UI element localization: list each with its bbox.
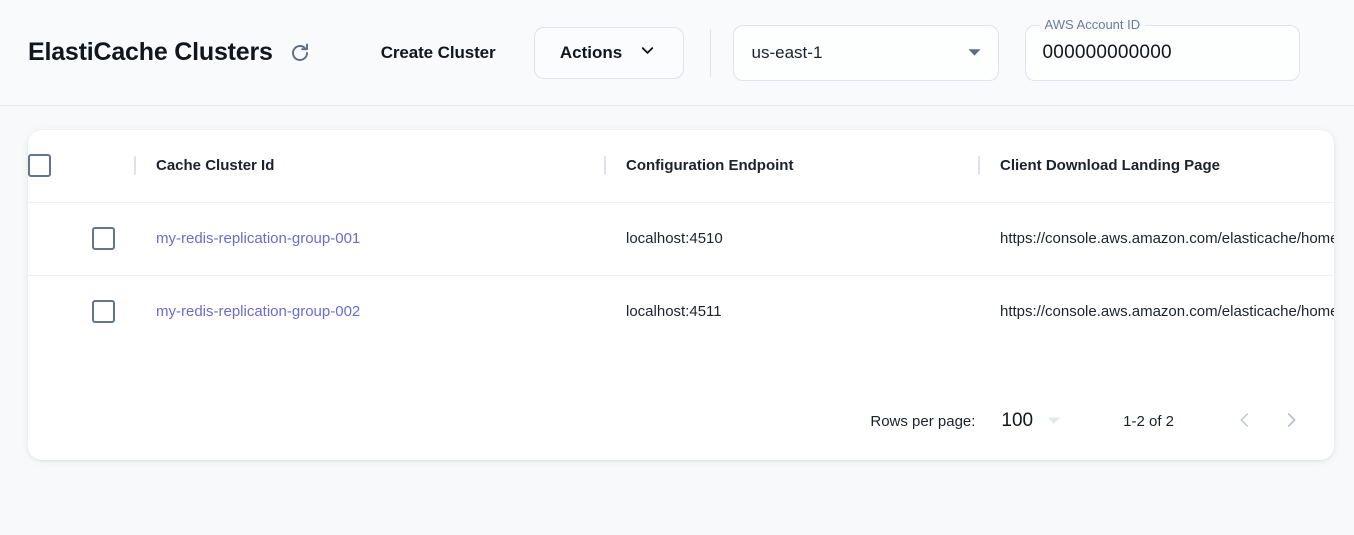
client-download-landing-page-value: https://console.aws.amazon.com/elasticac… [1000, 230, 1334, 247]
next-page-button[interactable] [1268, 398, 1314, 444]
table-header: Cache Cluster Id Configuration Endpoint … [28, 130, 1334, 202]
row-select-cell [28, 202, 134, 275]
cell-cache-cluster-id: my-redis-replication-group-001 [134, 202, 604, 275]
column-resize-handle-icon [978, 156, 980, 176]
actions-button-label: Actions [559, 42, 623, 62]
column-resize-handle-icon [134, 156, 136, 176]
pagination-range-label: 1-2 of 2 [1123, 412, 1174, 430]
column-header-label: Configuration Endpoint [626, 157, 794, 175]
aws-account-id-label: AWS Account ID [1039, 16, 1146, 32]
toolbar-divider [709, 28, 711, 77]
configuration-endpoint-value: localhost:4510 [626, 230, 723, 247]
chevron-right-icon [1280, 409, 1302, 434]
previous-page-button[interactable] [1222, 398, 1268, 444]
table-header-row: Cache Cluster Id Configuration Endpoint … [28, 130, 1334, 202]
caret-down-icon [1047, 412, 1061, 430]
cache-cluster-link[interactable]: my-redis-replication-group-001 [156, 230, 361, 247]
page-title: ElastiCache Clusters [28, 38, 273, 66]
row-checkbox[interactable] [92, 227, 115, 250]
clusters-card: Cache Cluster Id Configuration Endpoint … [28, 130, 1334, 460]
region-select[interactable]: us-east-1 [732, 24, 999, 81]
chevron-down-icon [638, 41, 657, 65]
cell-configuration-endpoint: localhost:4510 [604, 202, 978, 275]
row-select-cell [28, 275, 134, 348]
rows-per-page-value: 100 [1001, 410, 1034, 431]
column-header-configuration-endpoint[interactable]: Configuration Endpoint [604, 130, 978, 202]
column-header-label: Client Download Landing Page [1000, 157, 1221, 175]
column-header-cache-cluster-id[interactable]: Cache Cluster Id [134, 130, 604, 202]
rows-per-page-select[interactable]: 100 [1001, 410, 1061, 432]
pagination-bar: Rows per page: 100 1-2 of 2 [28, 382, 1334, 460]
cell-client-download-landing-page: https://console.aws.amazon.com/elasticac… [978, 275, 1334, 348]
cache-cluster-link[interactable]: my-redis-replication-group-002 [156, 303, 361, 321]
page-body: Cache Cluster Id Configuration Endpoint … [0, 106, 1354, 460]
clusters-table: Cache Cluster Id Configuration Endpoint … [28, 130, 1334, 348]
region-selected-value: us-east-1 [751, 42, 823, 62]
table-row: my-redis-replication-group-002 localhost… [28, 275, 1334, 348]
cell-client-download-landing-page: https://console.aws.amazon.com/elasticac… [978, 202, 1334, 275]
client-download-landing-page-value: https://console.aws.amazon.com/elasticac… [1000, 303, 1334, 321]
table-body: my-redis-replication-group-001 localhost… [28, 202, 1334, 348]
top-toolbar: ElastiCache Clusters Create Cluster Acti… [0, 0, 1354, 106]
refresh-icon [288, 41, 312, 65]
cell-cache-cluster-id: my-redis-replication-group-002 [134, 275, 604, 348]
column-header-client-download-landing-page[interactable]: Client Download Landing Page [978, 130, 1334, 202]
refresh-button[interactable] [283, 36, 317, 70]
aws-account-id-field[interactable]: AWS Account ID 000000000000 [1024, 16, 1300, 81]
column-header-label: Cache Cluster Id [156, 157, 275, 175]
actions-button[interactable]: Actions [533, 26, 684, 79]
create-cluster-button[interactable]: Create Cluster [377, 37, 500, 69]
table-row: my-redis-replication-group-001 localhost… [28, 202, 1334, 275]
cell-configuration-endpoint: localhost:4511 [604, 275, 978, 348]
aws-account-id-value: 000000000000 [1042, 41, 1172, 63]
select-all-checkbox[interactable] [28, 154, 51, 178]
configuration-endpoint-value: localhost:4511 [626, 303, 722, 321]
chevron-left-icon [1234, 409, 1256, 434]
column-resize-handle-icon [604, 156, 606, 176]
row-checkbox[interactable] [92, 300, 115, 324]
rows-per-page-label: Rows per page: [870, 412, 976, 430]
triangle-down-icon [967, 44, 982, 62]
select-all-header-cell [28, 130, 134, 202]
